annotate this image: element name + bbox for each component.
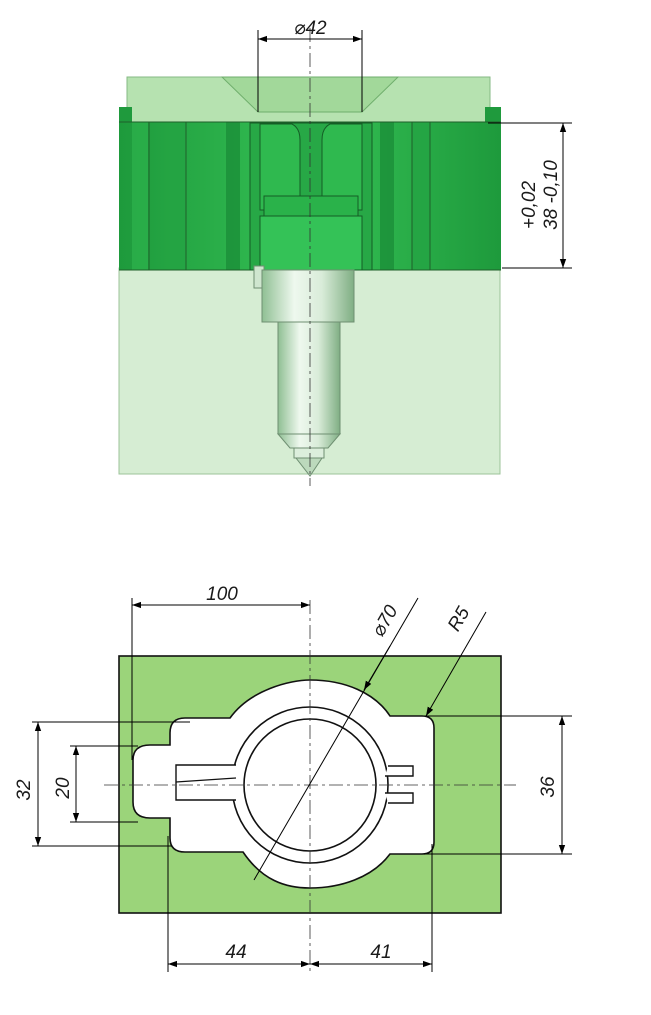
right-slot-bottom [385, 792, 414, 804]
svg-text:R5: R5 [444, 603, 475, 635]
svg-text:41: 41 [370, 942, 391, 963]
dim-height-20: 20 [53, 745, 138, 823]
dim-height-32: 32 [14, 721, 190, 847]
dim-height-38: +0,02 38 -0,10 [488, 122, 572, 269]
svg-text:44: 44 [225, 942, 246, 963]
nozzle [253, 265, 355, 477]
dim-width-100: 100 [131, 584, 310, 760]
svg-text:32: 32 [14, 779, 35, 801]
svg-text:36: 36 [538, 776, 559, 798]
dim-height-36: 36 [424, 715, 572, 855]
svg-text:20: 20 [53, 777, 74, 800]
dim-width-44-41: 44 41 [167, 836, 433, 972]
svg-text:⌀42: ⌀42 [294, 18, 327, 39]
plan-view: 100 ⌀70 R5 32 20 [14, 584, 572, 972]
left-slot [175, 764, 236, 801]
sprue-bushing [249, 122, 373, 271]
svg-text:100: 100 [206, 584, 238, 605]
svg-text:⌀70: ⌀70 [368, 602, 403, 641]
svg-text:38 -0,10: 38 -0,10 [541, 160, 562, 230]
dim-diameter-42: ⌀42 [257, 18, 363, 112]
right-slot-top [385, 765, 414, 777]
svg-text:+0,02: +0,02 [519, 181, 540, 230]
section-view: ⌀42 +0,02 38 -0,10 [118, 18, 572, 486]
